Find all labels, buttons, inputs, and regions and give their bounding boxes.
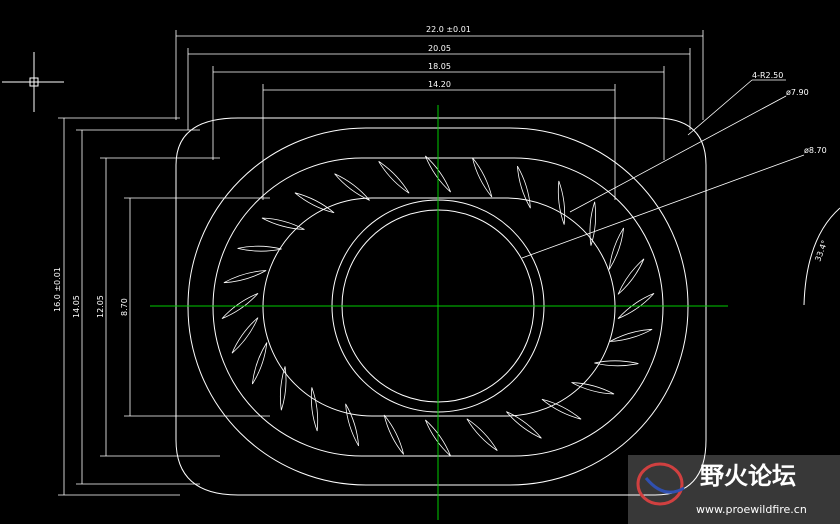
top-dimensions [175, 30, 704, 200]
label-corner-radius: 4-R2.50 [752, 71, 783, 80]
label-diameter-2: ø8.70 [804, 146, 827, 155]
watermark-url: www.proewildfire.cn [696, 503, 807, 516]
vane [279, 366, 287, 411]
vane [617, 258, 645, 295]
dim-left-1: 14.05 [72, 295, 81, 318]
vane [425, 419, 451, 457]
vane [506, 411, 542, 439]
vane-group [221, 155, 655, 457]
vane [294, 192, 335, 214]
dim-left-3: 8.70 [120, 298, 129, 316]
vane [221, 293, 259, 319]
vane-ring-inner [262, 197, 616, 417]
vane [251, 342, 268, 385]
left-dimension-labels: 16.0 ±0.01 14.05 12.05 8.70 [53, 267, 129, 318]
vane [589, 201, 597, 246]
vane [516, 165, 531, 209]
vane [378, 161, 410, 194]
top-dimension-labels: 22.0 ±0.01 20.05 18.05 14.20 [426, 25, 471, 89]
vane [334, 173, 370, 201]
vane [609, 328, 653, 342]
vane [237, 245, 282, 252]
leader-lines [521, 79, 805, 259]
dim-top-overall: 22.0 ±0.01 [426, 25, 471, 34]
vane [231, 317, 259, 354]
watermark: 野火论坛 www.proewildfire.cn [628, 455, 840, 524]
vane [571, 382, 615, 395]
watermark-title: 野火论坛 [700, 462, 796, 490]
dim-left-overall: 16.0 ±0.01 [53, 267, 62, 312]
center-lines [150, 105, 728, 520]
vane [471, 157, 493, 198]
cursor-crosshair-icon [2, 52, 64, 112]
dim-top-1: 20.05 [428, 44, 451, 53]
vane [608, 227, 625, 270]
label-diameter-1: ø7.90 [786, 88, 809, 97]
vane [310, 387, 319, 432]
outer-rounded-rect [175, 117, 707, 496]
dim-top-2: 18.05 [428, 62, 451, 71]
vane [466, 418, 498, 451]
forum-logo-icon [636, 462, 685, 506]
vane [345, 403, 360, 447]
side-arc [803, 207, 840, 306]
vane [541, 398, 582, 420]
left-dimensions [58, 117, 270, 496]
vane [383, 414, 405, 455]
vane [557, 180, 566, 225]
vane [261, 217, 305, 230]
vane [594, 360, 639, 367]
vane [617, 293, 655, 319]
dim-left-2: 12.05 [96, 295, 105, 318]
vane [425, 155, 451, 193]
vane [223, 270, 267, 284]
dim-top-3: 14.20 [428, 80, 451, 89]
